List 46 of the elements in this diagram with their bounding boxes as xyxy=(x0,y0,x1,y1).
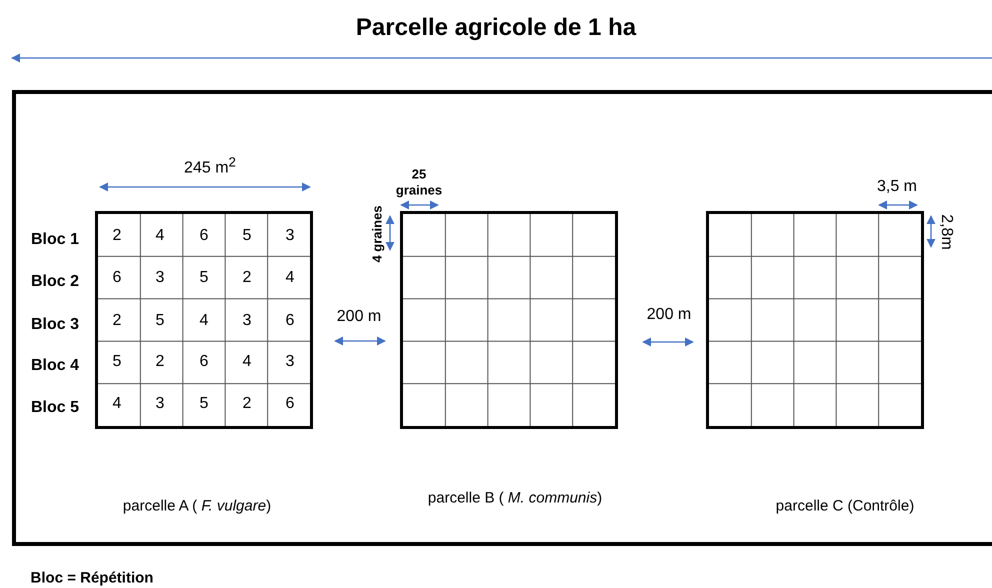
block-label: Bloc 2 xyxy=(31,273,79,291)
treatment-number: 4 xyxy=(200,312,208,330)
distance-dimension: 200 m xyxy=(646,306,692,324)
treatment-number: 5 xyxy=(200,269,208,287)
diagram-title: Parcelle agricole de 1 ha xyxy=(354,14,638,42)
plot-grid xyxy=(95,211,313,429)
treatment-number: 4 xyxy=(156,227,164,245)
treatment-number: 3 xyxy=(286,227,294,245)
field-outline xyxy=(12,90,992,546)
treatment-number: 4 xyxy=(286,269,294,287)
treatment-number: 6 xyxy=(286,395,294,413)
treatment-number: 6 xyxy=(200,353,208,371)
treatment-number: 2 xyxy=(112,227,122,245)
plot-caption: parcelle B ( M. communis) xyxy=(428,490,602,506)
treatment-number: 6 xyxy=(112,269,122,287)
treatment-number: 5 xyxy=(156,312,164,330)
treatment-number: 4 xyxy=(242,353,252,371)
block-label: Bloc 4 xyxy=(31,357,79,375)
spacing-dimension: 2,8m xyxy=(937,214,955,250)
block-label: Bloc 3 xyxy=(31,316,79,334)
treatment-number: 5 xyxy=(242,227,252,245)
block-label: Bloc 1 xyxy=(31,231,79,249)
spacing-dimension: 25 graines xyxy=(394,166,444,198)
plot-caption: parcelle A ( F. vulgare) xyxy=(122,498,272,514)
treatment-number: 2 xyxy=(242,269,252,287)
treatment-number: 2 xyxy=(242,395,252,413)
treatment-number: 2 xyxy=(156,353,164,371)
plot-grid xyxy=(706,211,924,429)
treatment-number: 5 xyxy=(112,353,122,371)
block-label: Bloc 5 xyxy=(31,399,79,417)
treatment-number: 3 xyxy=(286,353,294,371)
treatment-number: 5 xyxy=(200,395,208,413)
treatment-number: 2 xyxy=(112,312,122,330)
treatment-number: 3 xyxy=(156,269,164,287)
treatment-number: 6 xyxy=(286,312,294,330)
treatment-number: 6 xyxy=(200,227,208,245)
plot-caption: parcelle C (Contrôle) xyxy=(776,498,914,514)
plot-grid xyxy=(400,211,618,429)
spacing-dimension: 3,5 m xyxy=(877,178,917,196)
area-dimension: 245 m$^{2}$ xyxy=(184,154,236,178)
treatment-number: 3 xyxy=(242,312,252,330)
distance-dimension: 200 m xyxy=(336,308,382,326)
spacing-dimension: 4 graines xyxy=(370,205,384,263)
footnote: Bloc = Répétition xyxy=(30,570,154,586)
treatment-number: 4 xyxy=(112,395,122,413)
treatment-number: 3 xyxy=(156,395,164,413)
